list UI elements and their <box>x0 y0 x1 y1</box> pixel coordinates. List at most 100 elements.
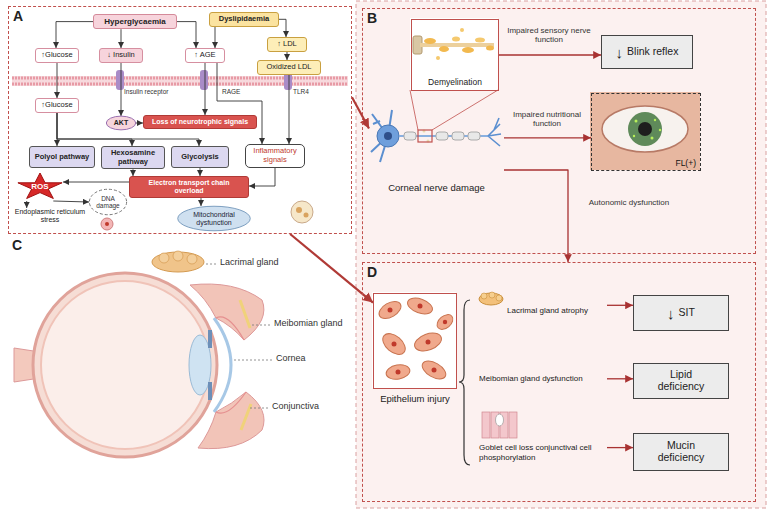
illustration-part <box>12 77 348 80</box>
node-text: Electron transport chain overload <box>133 179 245 195</box>
panel-frame: A Hyperglycaemia Dyslipidaemia ↑Glucose ↓ In… <box>8 6 352 234</box>
illustration-part <box>496 414 504 426</box>
image-box: Epithelium injury <box>373 293 457 389</box>
node-text: Meibomian gland dysfunction <box>479 374 607 384</box>
illustration-part <box>12 83 348 86</box>
illustration-part <box>190 284 264 340</box>
edge-label: Impaired nutritional function <box>506 110 588 128</box>
eye-photo <box>590 92 700 170</box>
illustration-part <box>41 281 209 449</box>
illustration-part <box>105 222 109 226</box>
illustration-part <box>436 132 448 140</box>
node-outline-shape <box>178 206 251 231</box>
illustration-part <box>410 18 498 90</box>
illustration-part <box>241 404 251 430</box>
illustration-part <box>602 106 688 152</box>
illustration-part <box>404 132 416 140</box>
illustration-part <box>633 135 635 137</box>
cell-icon <box>101 201 313 230</box>
damage-circle: DNA damage <box>89 189 127 215</box>
part-label: Lacrimal gland <box>220 258 279 268</box>
illustration-part <box>412 330 444 355</box>
node-text: Lacrimal gland atrophy <box>507 306 607 316</box>
node-text: Endoplasmic reticulum stress <box>13 208 87 224</box>
pathway-box: Hexosamine pathway <box>101 146 165 169</box>
illustration-part <box>486 46 494 51</box>
illustration-part <box>385 363 411 381</box>
node-outline-shape <box>18 173 62 198</box>
illustration-part <box>479 293 503 305</box>
factor-box: ↑ AGE <box>185 48 225 63</box>
arrow-connector <box>53 201 89 202</box>
node-text: Mitochondrial dysfunction <box>183 211 245 226</box>
edge-label: Autonomic dysfunction <box>574 198 684 207</box>
illustration-part <box>200 70 208 90</box>
node-text: Corneal nerve damage <box>388 182 485 193</box>
illustration-part <box>101 218 113 230</box>
illustration-part <box>376 298 404 322</box>
pathway-box: Polyol pathway <box>29 146 95 168</box>
node-text: Hyperglycaemia <box>104 17 165 26</box>
node-text: SIT <box>679 307 695 319</box>
illustration-part <box>152 252 204 272</box>
receptor-label: TLR4 <box>293 88 309 95</box>
ros-star: ROS <box>17 173 63 201</box>
panel-letter: B <box>367 11 377 26</box>
node-text: FL(+) <box>675 158 696 168</box>
arrow-connector <box>352 97 369 128</box>
arrow-connector <box>504 137 591 138</box>
arrow-connector <box>56 22 93 48</box>
illustration-part <box>659 129 661 131</box>
panel-letter: A <box>13 9 23 24</box>
node-text: ↓ Insulin <box>107 51 135 60</box>
receptor-label: Insulin receptor <box>124 88 168 95</box>
image-box: Demyelination <box>411 19 499 91</box>
illustration-part <box>33 273 217 457</box>
illustration-part <box>426 340 431 345</box>
arrow-connector <box>215 27 216 48</box>
nerve-image <box>410 18 498 90</box>
node-text: Polyol pathway <box>35 153 90 162</box>
panel-letter: D <box>367 265 377 280</box>
illustration-part <box>635 120 638 123</box>
factor-box: ↑Glucose <box>35 48 79 63</box>
cause-item: Lacrimal gland atrophy <box>479 293 607 316</box>
node-text: AKT <box>114 119 128 127</box>
panel-frame: D Epithelium injury Lacrimal gland atrophy… <box>362 262 756 502</box>
neuron <box>371 90 501 162</box>
arrow-connector <box>607 378 633 379</box>
illustration-part <box>372 292 456 388</box>
illustration-part <box>377 125 399 147</box>
illustration-part <box>216 317 244 340</box>
illustration-part <box>419 357 449 382</box>
illustration-part <box>410 90 418 130</box>
cause-box: Dyslipidaemia <box>209 12 279 27</box>
illustration-part <box>638 122 652 136</box>
neuron-figure: Corneal nerve damage <box>369 101 504 193</box>
illustration-part <box>252 325 270 326</box>
signal-ellipse: AKT <box>106 116 136 130</box>
illustration-part <box>116 70 124 90</box>
illustration-part <box>482 412 490 438</box>
node-text: ↑Glucose <box>41 51 72 60</box>
arrow-connector <box>200 168 201 176</box>
illustration-part <box>443 320 447 324</box>
pathway-box: Glycolysis <box>171 146 229 168</box>
gland-icon <box>479 292 503 305</box>
illustration-part <box>189 335 211 395</box>
mitochondrion-ellipse: Mitochondrial dysfunction <box>177 206 251 231</box>
illustration-part <box>628 112 662 146</box>
eye-section <box>14 251 264 457</box>
node-text: Glycolysis <box>181 153 219 162</box>
illustration-part <box>439 46 449 52</box>
effect-label: Endoplasmic reticulum stress <box>13 208 87 224</box>
node-text: ↓ <box>616 45 624 60</box>
illustration-part <box>356 1 766 508</box>
illustration-part <box>651 137 654 140</box>
illustration-part <box>173 251 183 261</box>
illustration-part <box>396 370 401 375</box>
arrow-connector <box>205 63 206 115</box>
arrow-connector <box>201 198 202 206</box>
node-text: ↑ AGE <box>194 51 215 60</box>
